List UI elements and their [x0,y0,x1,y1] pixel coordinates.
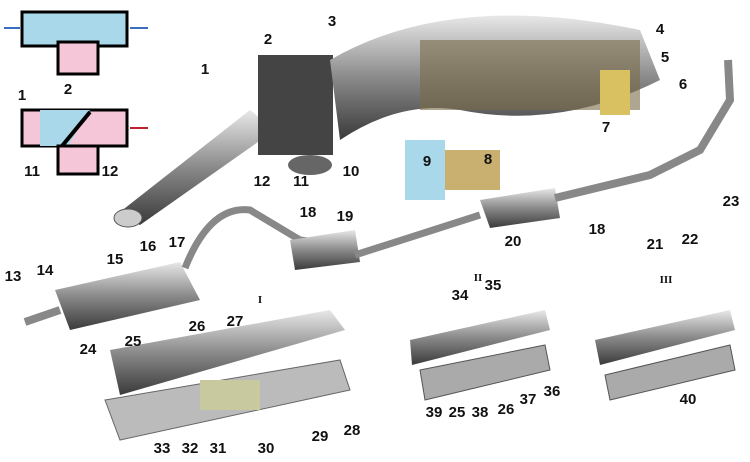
part-number-label: 13 [4,268,22,285]
part-number-label: 12 [253,173,271,190]
part-number-label: 18 [299,204,317,221]
part-number-label: 2 [63,81,73,98]
part-number-label: 22 [681,231,699,248]
part-number-label: 26 [188,318,206,335]
part-number-label: 26 [497,401,515,418]
part-number-label: 30 [257,440,275,457]
part-number-label: 1 [17,87,27,104]
part-number-label: 3 [327,13,337,30]
part-number-label: 25 [124,333,142,350]
part-number-label: 23 [722,193,740,210]
muffler-cutaway-II [410,310,551,401]
part-number-label: 9 [422,153,432,170]
part-number-label: 10 [342,163,360,180]
muffler-cutaway-I [104,310,351,441]
part-number-label: 31 [209,440,227,457]
part-number-label: 24 [79,341,97,358]
part-number-label: 14 [36,262,54,279]
part-number-label: III [659,274,673,286]
part-number-label: 12 [101,163,119,180]
part-number-label: 4 [655,21,665,38]
part-number-label: 18 [588,221,606,238]
part-number-label: 37 [519,391,537,408]
part-number-label: 2 [263,31,273,48]
part-number-label: 8 [483,151,493,168]
part-number-label: 27 [226,313,244,330]
part-number-label: 32 [181,440,199,457]
part-number-label: 7 [601,119,611,136]
part-number-label: 16 [139,238,157,255]
part-number-label: I [257,294,263,306]
inset-valve-cold [4,10,148,76]
part-number-label: 1 [200,61,210,78]
part-number-label: 33 [153,440,171,457]
part-number-label: 39 [425,404,443,421]
part-number-label: 19 [336,208,354,225]
part-number-label: 40 [679,391,697,408]
part-number-label: 35 [484,277,502,294]
part-number-label: 15 [106,251,124,268]
part-number-label: 6 [678,76,688,93]
part-number-label: 11 [293,173,309,190]
part-number-label: 20 [504,233,522,250]
part-number-label: 38 [471,404,489,421]
muffler-cutaway-III [595,310,736,401]
part-number-label: 28 [343,422,361,439]
intake-pipe [113,15,690,228]
part-number-label: 25 [448,404,466,421]
part-number-label: 29 [311,428,329,445]
exhaust-line [23,59,735,330]
part-number-label: 36 [543,383,561,400]
part-number-label: II [473,272,483,284]
part-number-label: 17 [168,234,186,251]
part-number-label: 5 [660,49,670,66]
part-number-label: 21 [646,236,664,253]
inset-valve-hot [20,108,148,176]
part-number-label: 34 [451,287,469,304]
part-number-label: 11 [24,163,40,180]
